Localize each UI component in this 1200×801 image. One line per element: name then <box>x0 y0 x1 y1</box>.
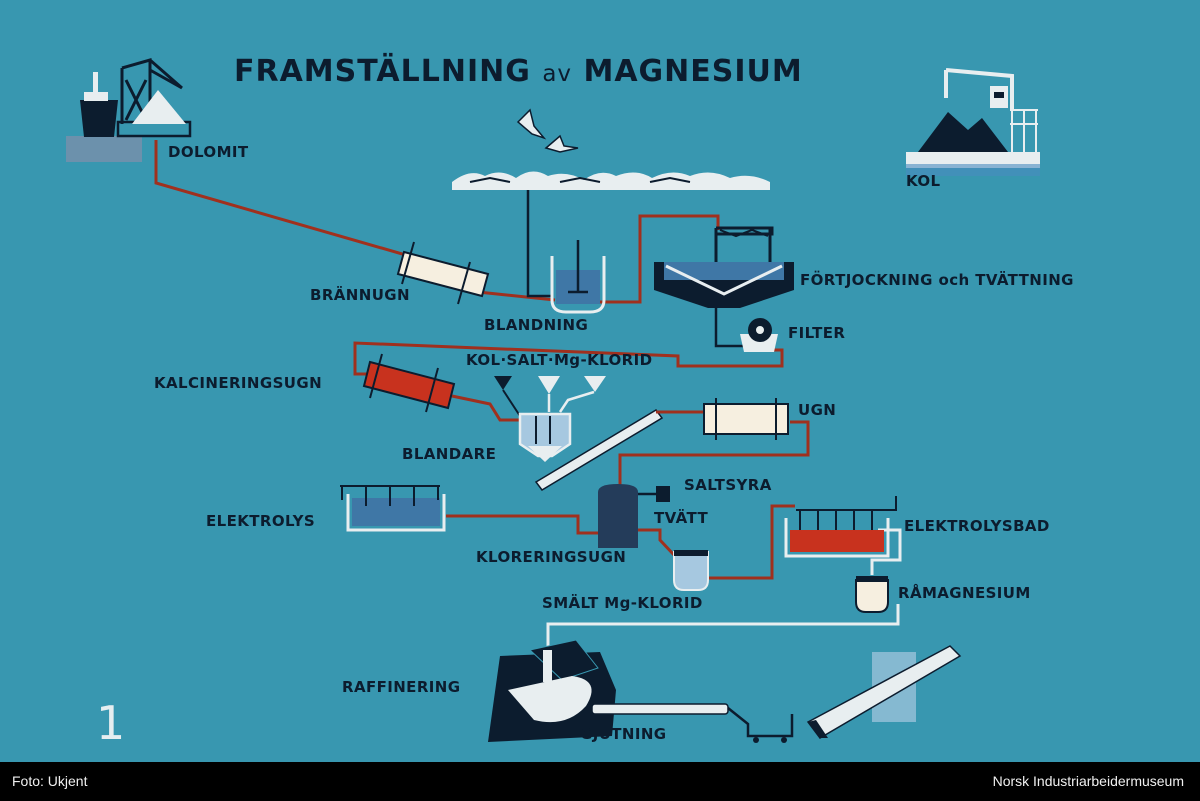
elektrolys-cell <box>340 485 446 532</box>
pipe-smalt-elektrolysbad <box>707 504 795 580</box>
label-tvatt: TVÄTT <box>654 509 709 527</box>
pipes-red <box>154 140 810 580</box>
diagram-title: FRAMSTÄLLNING av MAGNESIUM <box>234 54 803 89</box>
pipe-kalcinering-blandare <box>451 394 520 422</box>
ramagnesium-vessel <box>855 576 889 613</box>
ship-hull <box>80 100 118 137</box>
magnesium-ingot <box>806 645 962 739</box>
pipe-elektrolys-kloreringsugn <box>446 514 598 535</box>
title-main: FRAMSTÄLLNING <box>234 54 531 89</box>
fortjockning-thickener <box>654 226 794 308</box>
crane-structure <box>120 58 183 124</box>
label-brannugn: BRÄNNUGN <box>310 286 410 304</box>
label-filter: FILTER <box>788 324 846 342</box>
raffinering-furnace <box>488 639 616 742</box>
museum-name: Norsk Industriarbeidermuseum <box>992 773 1184 789</box>
elektrolysbad-cell <box>784 496 897 558</box>
process-diagram <box>0 0 1200 762</box>
pipe-ugn-kloreringsugn <box>618 420 810 485</box>
pipes-dark <box>526 190 745 348</box>
blandning-tank <box>550 240 606 314</box>
label-fortjockning: FÖRTJOCKNING och TVÄTTNING <box>800 271 1074 289</box>
page-number: 1 <box>96 696 126 750</box>
label-raffinering: RAFFINERING <box>342 678 461 696</box>
label-elektrolys: ELEKTROLYS <box>206 512 316 530</box>
dolomit-harbor <box>66 58 192 162</box>
pipe-sea-blandning <box>526 190 552 298</box>
pipe-bath-ramagnesium <box>870 528 902 575</box>
title-end: MAGNESIUM <box>583 54 803 89</box>
pipe-blandning-fortjockning <box>600 214 720 304</box>
ugn-kiln <box>703 398 789 440</box>
label-ramagnesium: RÅMAGNESIUM <box>898 584 1031 602</box>
label-elektrolysbad: ELEKTROLYSBAD <box>904 517 1050 535</box>
label-ugn: UGN <box>798 401 837 419</box>
footer-bar: Foto: Ukjent Norsk Industriarbeidermuseu… <box>0 762 1200 801</box>
pipe-fortjockning-filter <box>714 306 745 348</box>
kalcineringsugn-kiln <box>362 353 456 413</box>
blandare-mixer <box>518 412 572 462</box>
pipe-kloreringsugn-smalt <box>636 528 677 558</box>
gjutning-line <box>591 703 794 743</box>
label-blandare: BLANDARE <box>402 445 497 463</box>
label-kol-salt: KOL·SALT·Mg-KLORID <box>466 351 653 369</box>
label-dolomit: DOLOMIT <box>168 143 249 161</box>
coal-crane <box>944 68 1014 110</box>
kol-barge <box>906 68 1040 176</box>
conveyor <box>534 409 704 491</box>
hoppers <box>494 376 606 417</box>
label-saltsyra: SALTSYRA <box>684 476 772 494</box>
label-gjutning: GJUTNING <box>580 725 667 743</box>
pipe-dolomit-brannugn <box>154 140 431 264</box>
title-av: av <box>542 61 573 87</box>
coal-pile <box>918 112 1008 152</box>
label-smalt: SMÄLT Mg-KLORID <box>542 594 703 612</box>
pipe-filter-kalcinering <box>353 341 784 376</box>
label-kloreringsugn: KLORERINGSUGN <box>476 548 627 566</box>
sea-waves <box>452 171 770 190</box>
filter-unit <box>740 318 778 352</box>
brannugn-kiln <box>396 241 490 305</box>
kloreringsugn-tower <box>598 484 670 548</box>
label-kalcineringsugn: KALCINERINGSUGN <box>154 374 323 392</box>
photo-credit: Foto: Ukjent <box>12 773 88 789</box>
label-kol: KOL <box>906 172 941 190</box>
dolomit-pile <box>132 90 186 124</box>
pipe-brannugn-blandning <box>477 290 556 302</box>
smalt-vessel <box>673 550 709 591</box>
birds <box>516 108 579 153</box>
label-blandning: BLANDNING <box>484 316 589 334</box>
